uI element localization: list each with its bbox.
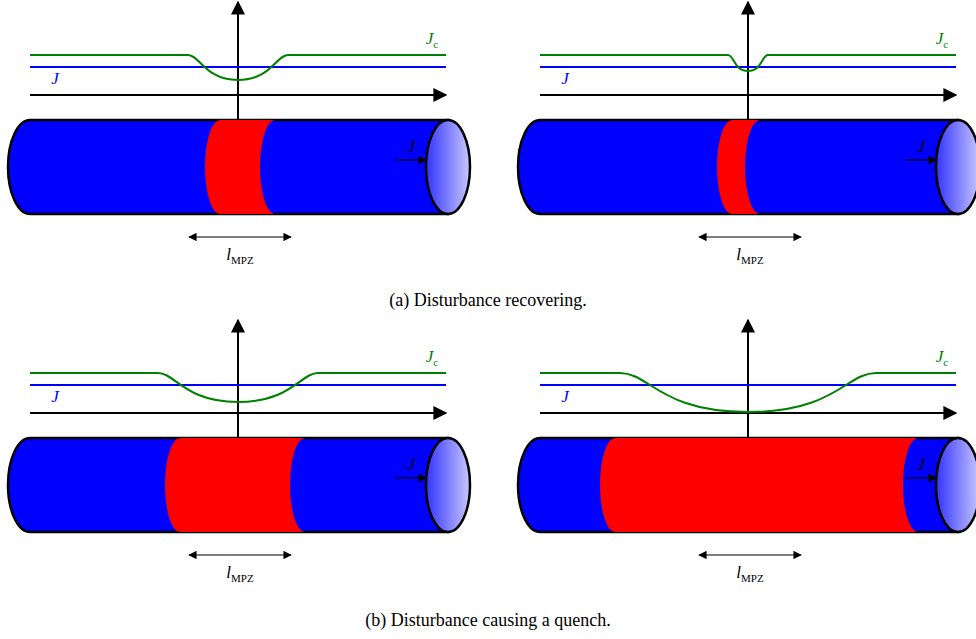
current-direction-label: J (917, 138, 925, 155)
critical-current-label: Jc (426, 30, 438, 50)
critical-current-label: Jc (936, 348, 948, 368)
current-density-label: J (51, 388, 59, 405)
mpz-length-label: lMPZ (226, 246, 253, 266)
subfigure-caption: (a) Disturbance recovering. (389, 291, 586, 309)
current-direction-label: J (407, 456, 415, 473)
mpz-length-label: lMPZ (736, 246, 763, 266)
panel-top-right (518, 2, 976, 237)
current-density-label: J (51, 70, 59, 87)
current-direction-label: J (917, 456, 925, 473)
current-density-label: J (561, 70, 569, 87)
current-direction-label: J (407, 138, 415, 155)
subfigure-caption: (b) Disturbance causing a quench. (365, 611, 610, 629)
panel-bottom-left (8, 320, 470, 555)
panel-bottom-right (518, 320, 976, 555)
mpz-length-label: lMPZ (736, 564, 763, 584)
critical-current-label: Jc (936, 30, 948, 50)
panel-top-left (8, 2, 470, 237)
current-density-label: J (561, 388, 569, 405)
mpz-length-label: lMPZ (226, 564, 253, 584)
critical-current-label: Jc (426, 348, 438, 368)
